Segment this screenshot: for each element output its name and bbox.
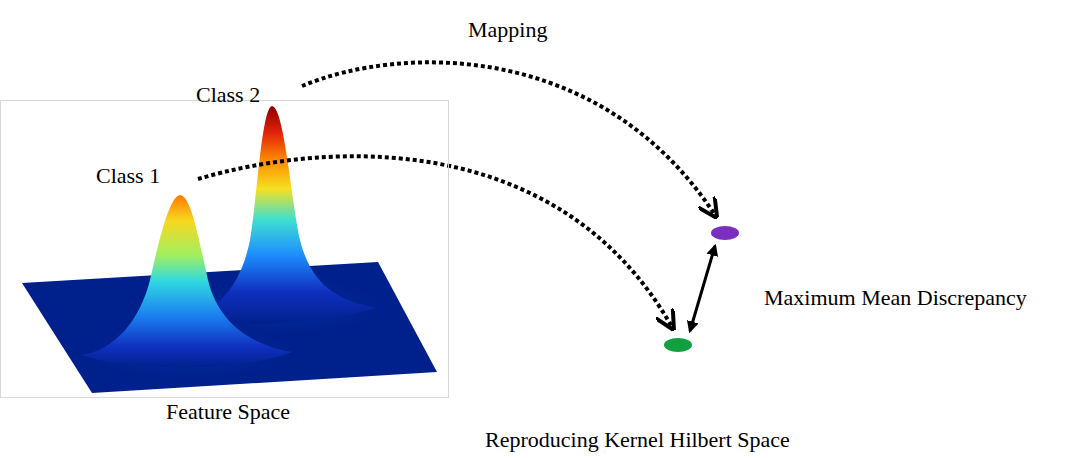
- gaussian-peak: [82, 195, 292, 367]
- space-label: Reproducing Kernel Hilbert Space: [485, 427, 790, 452]
- mapping-arrow: [302, 62, 715, 215]
- feature-space-panel: [0, 100, 449, 398]
- mean-embedding: [664, 338, 692, 352]
- discrepancy-arrow: [690, 246, 715, 331]
- class-label: Class 1: [96, 163, 160, 188]
- mapping-label: Mapping: [468, 17, 547, 42]
- panel-title: Feature Space: [166, 399, 290, 424]
- gaussian-peak: [185, 106, 375, 324]
- mean-embedding: [711, 226, 739, 240]
- class-label: Class 2: [196, 82, 260, 107]
- mapping-arrow: [198, 156, 672, 327]
- mmd-label: Maximum Mean Discrepancy: [764, 285, 1027, 310]
